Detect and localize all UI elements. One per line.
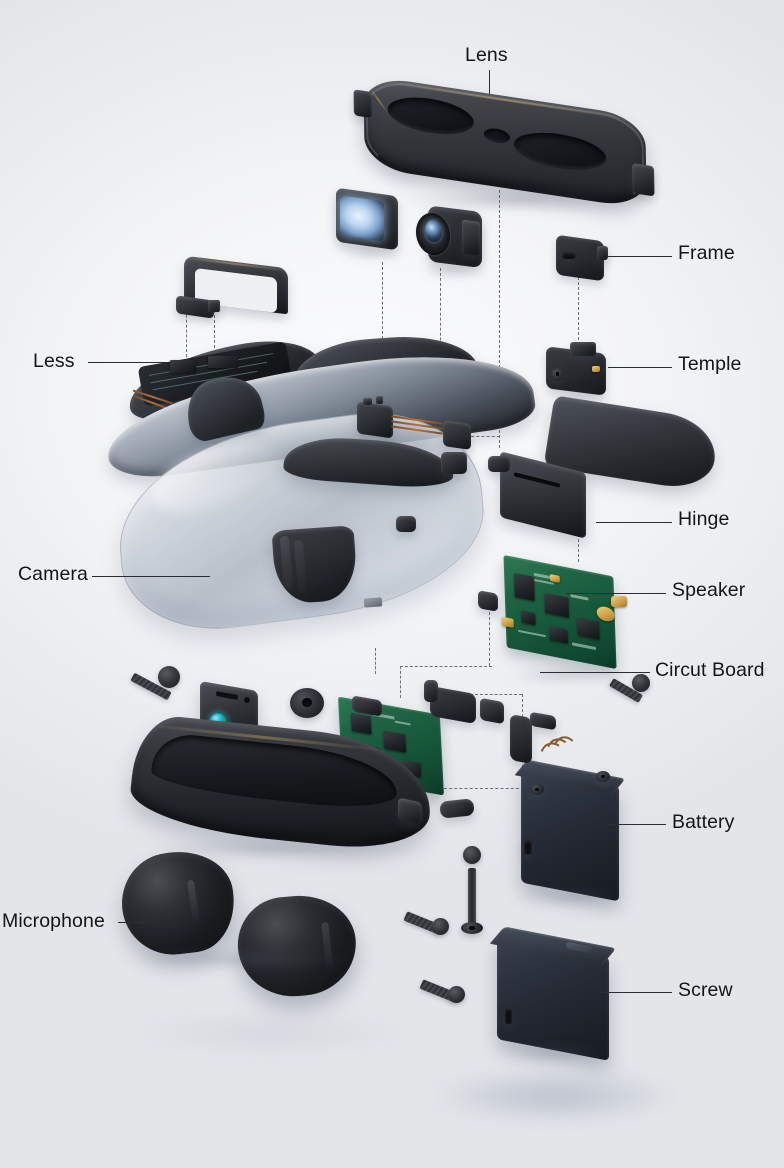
part-main-frame-assembly — [96, 329, 721, 670]
pin-screw-head — [463, 846, 481, 864]
shadow-battery — [518, 890, 624, 904]
guide-line — [436, 694, 522, 695]
part-pcb-connector — [478, 590, 498, 612]
temple-module-top — [570, 342, 596, 356]
label-hinge: Hinge — [678, 508, 730, 530]
label-screw: Screw — [678, 979, 733, 1001]
label-circuit-board: Circut Board — [655, 659, 765, 681]
screw-head — [632, 674, 650, 692]
wire-bracket-arm — [530, 711, 556, 731]
part-connector-small — [480, 697, 504, 725]
leader-temple — [608, 367, 672, 369]
label-speaker: Speaker — [672, 579, 746, 601]
guide-line — [444, 788, 524, 789]
visor-notch — [363, 597, 383, 608]
part-projector-module — [336, 187, 398, 251]
part-cylinder-module — [439, 798, 475, 819]
label-camera: Camera — [18, 563, 88, 585]
shadow-ear-pads — [126, 950, 356, 968]
part-small-bracket — [441, 452, 467, 474]
leader-hinge — [596, 522, 672, 524]
leader-speaker — [566, 593, 666, 595]
part-connector-tab — [424, 680, 438, 702]
part-pin-screw — [468, 868, 476, 926]
guide-line — [186, 300, 187, 362]
speaker-unit-terminal — [376, 396, 383, 404]
guide-line — [499, 190, 500, 448]
leader-microphone — [118, 922, 156, 924]
battery-terminal-screw — [596, 771, 610, 782]
leader-camera — [92, 576, 210, 578]
guide-line — [382, 262, 383, 408]
temple-module-contact — [592, 366, 600, 372]
shadow-barrel — [420, 266, 480, 276]
part-ear-pad-left — [116, 845, 240, 961]
leader-battery — [610, 824, 666, 826]
screw-head — [432, 918, 449, 935]
battery-enclosure-port — [505, 1008, 512, 1024]
frame-connector-nub — [562, 252, 576, 259]
leader-circuit-board — [540, 672, 650, 674]
shadow-battery-enclosure — [494, 1046, 612, 1060]
temple-module-screw — [551, 368, 564, 381]
guide-line — [400, 666, 401, 698]
part-wire-bracket — [510, 714, 532, 764]
screw-head — [158, 666, 180, 688]
label-microphone: Microphone — [2, 910, 105, 932]
leader-less-horizontal — [88, 362, 173, 364]
shadow-lens-housing — [392, 190, 622, 210]
pcb-antenna-connector — [596, 605, 615, 623]
label-frame: Frame — [678, 242, 735, 264]
part-camera-barrel — [416, 204, 482, 269]
label-lens: Lens — [465, 44, 508, 66]
guide-line — [375, 648, 376, 674]
pcb-antenna-post — [611, 596, 627, 607]
leader-frame — [608, 256, 672, 258]
temple-chip — [170, 360, 196, 373]
temple-chip — [208, 356, 238, 368]
part-ear-pad-right — [233, 891, 361, 1001]
camera-module-hole — [244, 697, 250, 703]
lens-housing-tab-right — [632, 163, 655, 197]
shadow-temple-module — [548, 392, 608, 402]
floor-shadow-main — [430, 1070, 680, 1122]
part-small-bracket — [488, 456, 510, 472]
hinge-clip-pin — [208, 300, 220, 312]
shadow-projector — [340, 248, 398, 258]
battery-port — [524, 840, 532, 854]
lens-housing-tab-left — [353, 89, 372, 119]
shadow-lower-shell — [140, 840, 420, 856]
part-speaker-unit-small — [443, 420, 471, 450]
part-small-clip — [396, 516, 416, 532]
leader-screw — [600, 992, 672, 994]
label-temple: Temple — [678, 353, 742, 375]
guide-line — [214, 300, 215, 358]
guide-line — [400, 666, 492, 667]
floor-shadow-soft — [120, 1010, 420, 1056]
label-less: Less — [33, 350, 75, 372]
part-washer — [290, 688, 324, 718]
frame-connector-peg — [597, 246, 608, 260]
part-speaker-unit-large — [357, 401, 393, 439]
part-washer-small — [461, 922, 483, 934]
screw-head — [448, 986, 465, 1003]
speaker-unit-terminal — [363, 398, 372, 405]
battery-terminal-screw — [530, 784, 544, 795]
guide-line — [578, 262, 579, 350]
guide-line — [489, 612, 490, 666]
shadow-main-pcb — [506, 668, 618, 682]
label-battery: Battery — [672, 811, 735, 833]
